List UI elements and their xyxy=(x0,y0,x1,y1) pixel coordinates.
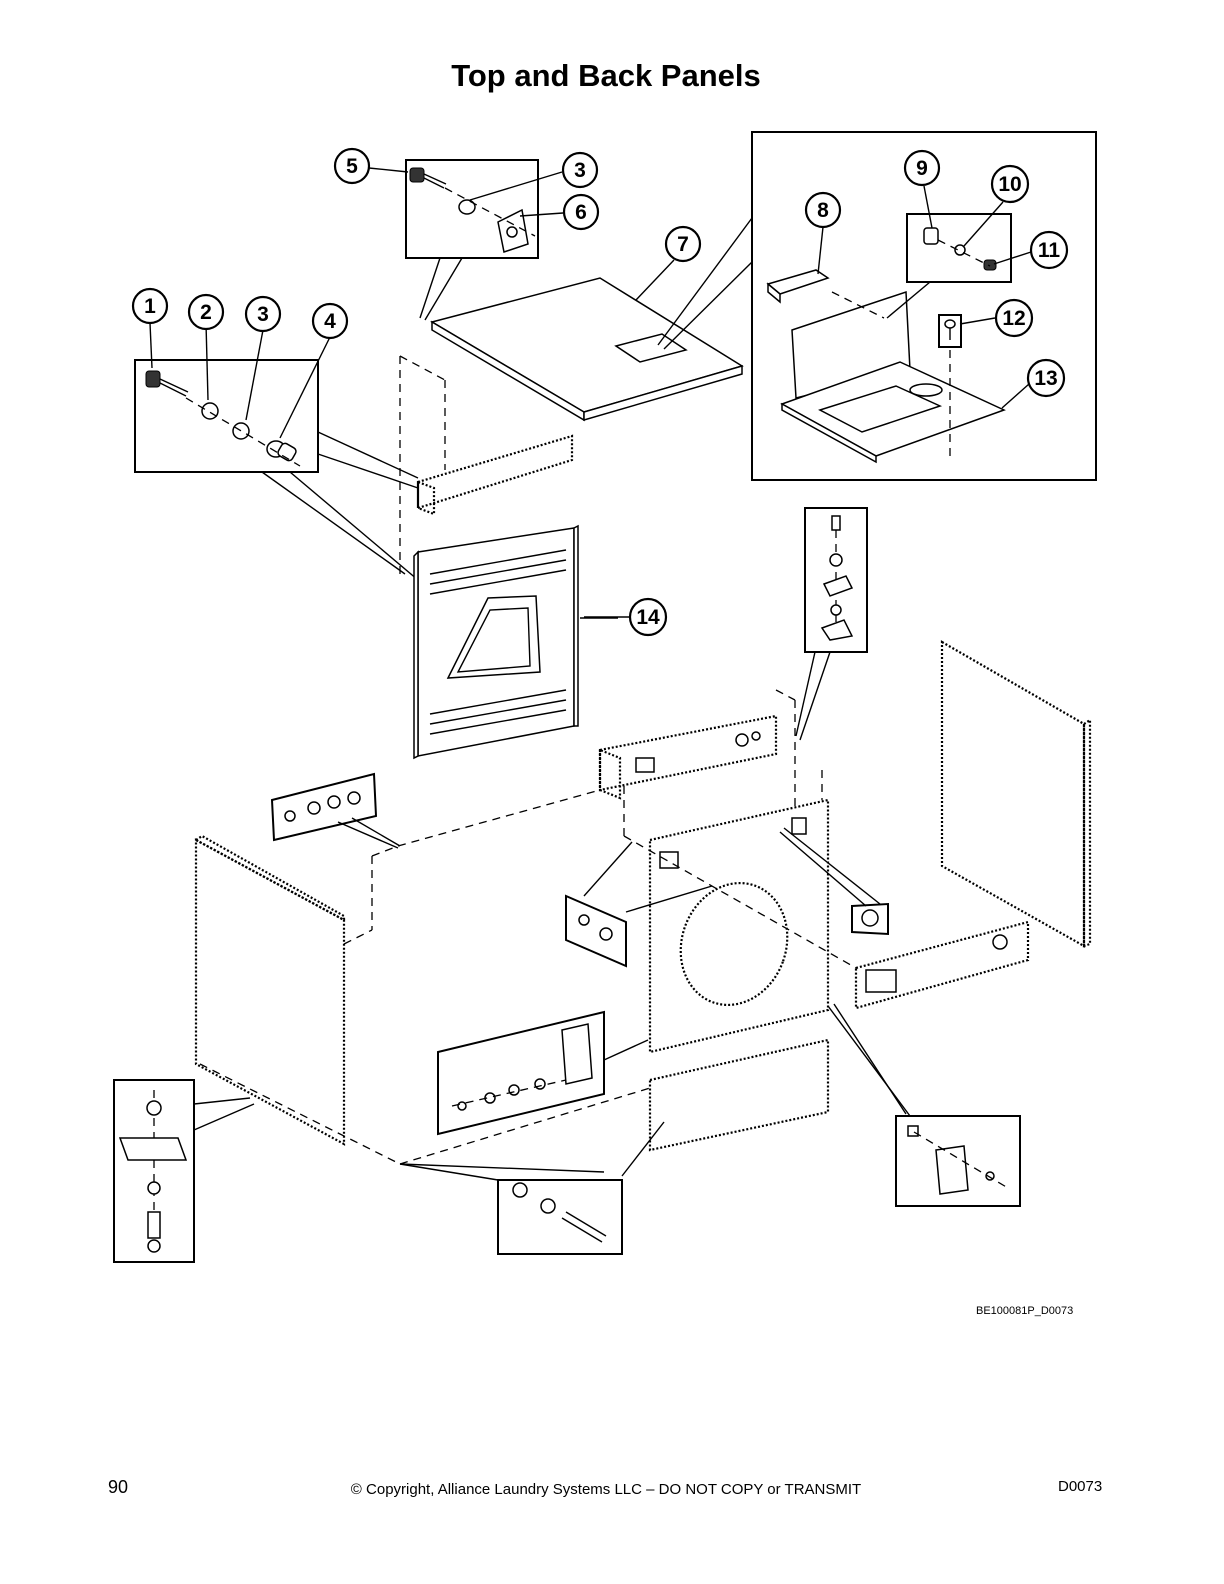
svg-text:3: 3 xyxy=(574,159,586,182)
page-number: 90 xyxy=(108,1477,129,1497)
callout-8: 8 xyxy=(804,191,842,229)
callout-3-upper: 3 xyxy=(561,151,599,189)
svg-text:9: 9 xyxy=(916,157,928,180)
drawing-id: BE100081P_D0073 xyxy=(976,1305,1074,1317)
hardware-detail-box-8 xyxy=(895,1115,1021,1207)
left-side-panel xyxy=(193,834,346,1146)
svg-text:7: 7 xyxy=(677,233,689,256)
control-panel xyxy=(598,714,778,800)
page-title: Top and Back Panels xyxy=(451,58,761,93)
lockwasher-part-2 xyxy=(201,402,219,420)
svg-text:4: 4 xyxy=(324,310,336,333)
callout-11: 11 xyxy=(1029,230,1069,270)
document-code: D0073 xyxy=(1058,1478,1103,1495)
hardware-detail-box-2 xyxy=(405,159,539,259)
callout-10: 10 xyxy=(990,164,1030,204)
right-side-panel xyxy=(940,640,1092,948)
callout-5: 5 xyxy=(333,147,371,185)
callout-7: 7 xyxy=(664,225,702,263)
svg-text:2: 2 xyxy=(200,301,212,324)
lid-detail-box xyxy=(751,131,1097,481)
svg-text:10: 10 xyxy=(998,173,1021,196)
hardware-detail-box-7 xyxy=(437,1010,605,1136)
callout-14: 14 xyxy=(628,597,668,637)
svg-text:13: 13 xyxy=(1034,367,1057,390)
svg-text:6: 6 xyxy=(575,201,587,224)
screw-part-1 xyxy=(145,370,189,397)
svg-text:5: 5 xyxy=(346,155,358,178)
callout-2: 2 xyxy=(187,293,225,331)
washer-part-3 xyxy=(232,422,250,440)
lower-rear-bracket xyxy=(854,920,1030,1010)
top-panel-part-7 xyxy=(430,277,744,422)
copyright-notice: © Copyright, Alliance Laundry Systems LL… xyxy=(350,1481,862,1498)
upper-rear-bracket xyxy=(416,434,574,516)
hardware-detail-box-4 xyxy=(270,772,378,842)
callout-13: 13 xyxy=(1026,358,1066,398)
svg-text:1: 1 xyxy=(144,295,156,318)
callout-12: 12 xyxy=(994,298,1034,338)
hardware-detail-box-3 xyxy=(804,507,868,653)
svg-text:3: 3 xyxy=(257,303,269,326)
svg-text:12: 12 xyxy=(1002,307,1025,330)
back-panel-part-14 xyxy=(413,524,579,760)
hardware-detail-box-1 xyxy=(134,359,319,473)
lower-front-panel xyxy=(648,1038,830,1152)
svg-text:8: 8 xyxy=(817,199,829,222)
hardware-detail-box-6 xyxy=(851,902,889,936)
callout-leaders xyxy=(149,167,1032,618)
svg-text:14: 14 xyxy=(636,606,660,629)
hardware-detail-box-5 xyxy=(565,894,627,968)
callout-4: 4 xyxy=(311,302,349,340)
hardware-detail-box-9 xyxy=(113,1079,195,1263)
hardware-detail-box-10 xyxy=(497,1179,623,1255)
callout-6: 6 xyxy=(562,193,600,231)
front-panel xyxy=(648,798,830,1054)
callout-1: 1 xyxy=(131,287,169,325)
spacer-part-4 xyxy=(266,440,297,462)
svg-text:11: 11 xyxy=(1038,239,1061,262)
callout-3: 3 xyxy=(244,295,282,333)
callout-9: 9 xyxy=(903,149,941,187)
